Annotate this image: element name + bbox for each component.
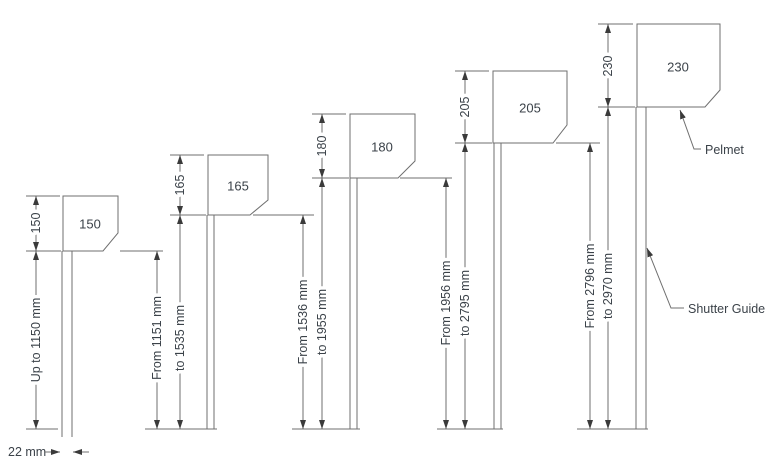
figure-pelmet-205: 205 From 1956 mm 205 to 2795 mm bbox=[436, 70, 600, 430]
dimension-pelmet-height: 205 bbox=[455, 71, 476, 143]
dimension-height-from: From 1151 mm bbox=[147, 251, 168, 429]
extension-lines bbox=[437, 70, 600, 430]
dimension-text: to 2970 mm bbox=[601, 253, 615, 319]
dimension-guide-width: 22 mm bbox=[5, 442, 89, 463]
dimension-text: From 1536 mm bbox=[296, 280, 310, 365]
pelmet-size-label: 150 bbox=[79, 217, 101, 232]
pelmet-size-label: 205 bbox=[519, 101, 541, 116]
dimension-pelmet-height: 165 bbox=[170, 155, 191, 215]
dimension-text: 165 bbox=[173, 175, 187, 196]
dimension-height-to: to 1535 mm bbox=[170, 215, 191, 429]
dimension-text: From 1151 mm bbox=[150, 296, 164, 380]
guide-width-text: 22 mm bbox=[8, 445, 46, 459]
pelmet-box bbox=[636, 23, 721, 108]
dimension-height-from: From 2796 mm bbox=[580, 143, 601, 429]
dimension-text: 150 bbox=[29, 213, 43, 234]
shutter-guide-callout: Shutter Guide bbox=[646, 247, 765, 316]
pelmet-size-label: 180 bbox=[371, 140, 393, 155]
shutter-guide-post bbox=[493, 143, 502, 429]
pelmet-callout: Pelmet bbox=[679, 109, 744, 157]
extension-lines bbox=[292, 113, 452, 430]
pelmet-label: Pelmet bbox=[705, 143, 744, 157]
shutter-guide-label: Shutter Guide bbox=[688, 302, 765, 316]
pelmet-box bbox=[349, 113, 416, 179]
dimension-text: From 1956 mm bbox=[439, 261, 453, 346]
pelmet-size-label: 230 bbox=[667, 60, 689, 75]
shutter-guide-post bbox=[349, 178, 358, 429]
figure-pelmet-230: 230 From 2796 mm 230 to 2970 mm Pelmet S… bbox=[577, 23, 765, 430]
dimension-height-from: From 1536 mm bbox=[293, 215, 314, 429]
dimension-text: 180 bbox=[315, 136, 329, 157]
dimension-text: to 1535 mm bbox=[173, 305, 187, 371]
pelmet-box bbox=[207, 154, 269, 216]
dimension-height-to: to 2795 mm bbox=[455, 143, 476, 429]
dimension-guide-height: Up to 1150 mm bbox=[26, 251, 47, 429]
figure-pelmet-150: 150 150 Up to 1150 mm 22 mm bbox=[5, 195, 163, 463]
pelmet-box bbox=[492, 70, 568, 144]
dimension-text: Up to 1150 mm bbox=[29, 298, 43, 383]
dimension-text: to 1955 mm bbox=[315, 289, 329, 355]
dimension-text: to 2795 mm bbox=[458, 270, 472, 336]
dimension-text: 205 bbox=[458, 97, 472, 118]
pelmet-size-label: 165 bbox=[227, 179, 249, 194]
dimension-text: 230 bbox=[601, 56, 615, 77]
dimension-pelmet-height: 180 bbox=[312, 114, 333, 178]
dimension-pelmet-height: 150 bbox=[26, 196, 47, 251]
dimension-height-to: to 1955 mm bbox=[312, 178, 333, 429]
dimension-height-to: to 2970 mm bbox=[598, 107, 619, 429]
extension-lines bbox=[26, 195, 163, 430]
dimension-text: From 2796 mm bbox=[583, 244, 597, 329]
figure-pelmet-165: 165 From 1151 mm 165 to 1535 mm bbox=[145, 154, 314, 430]
dimension-pelmet-height: 230 bbox=[598, 24, 619, 107]
shutter-guide-leader-line bbox=[646, 247, 684, 309]
figure-pelmet-180: 180 From 1536 mm 180 to 1955 mm bbox=[292, 113, 452, 430]
pelmet-box bbox=[62, 195, 119, 252]
shutter-guide-post bbox=[61, 251, 73, 437]
shutter-guide-post bbox=[635, 107, 647, 429]
extension-lines bbox=[145, 154, 314, 430]
dimension-height-from: From 1956 mm bbox=[436, 178, 457, 429]
pelmet-leader-line bbox=[679, 109, 701, 150]
shutter-guide-post bbox=[206, 215, 215, 429]
